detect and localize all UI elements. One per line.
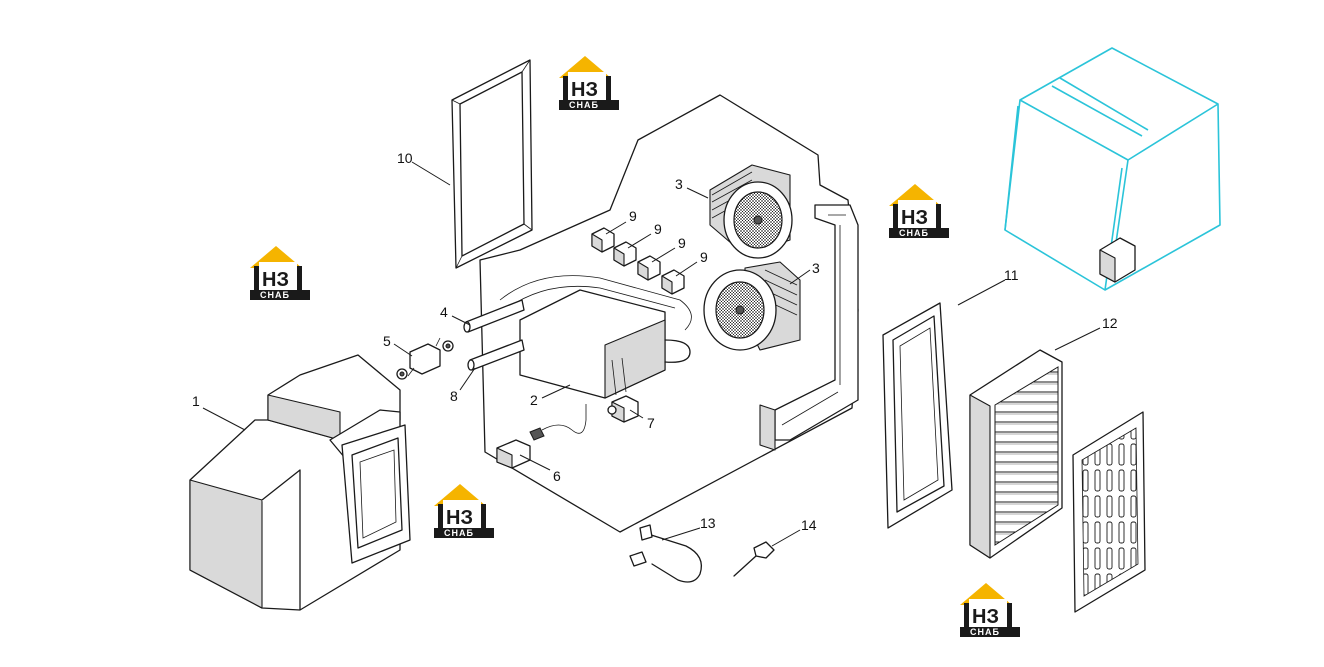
callout-8: 8 (450, 388, 458, 404)
watermark-logo: НЗ СНАБ (960, 583, 1020, 637)
part-1-blower-housing (189, 354, 411, 611)
svg-text:НЗ: НЗ (972, 606, 999, 628)
part-14-sensor (733, 541, 775, 577)
callout-3: 3 (812, 260, 820, 276)
slotted-grille (1072, 411, 1146, 613)
block-9c (637, 255, 661, 281)
part-5-expansion-valve (396, 337, 454, 380)
callout-9: 9 (654, 221, 662, 237)
callout-10: 10 (397, 150, 413, 166)
callout-1: 1 (192, 393, 200, 409)
callout-9: 9 (629, 208, 637, 224)
callout-9: 9 (700, 249, 708, 265)
svg-text:СНАБ: СНАБ (970, 627, 1000, 637)
svg-text:НЗ: НЗ (571, 79, 598, 101)
part-3-upper-blower (709, 164, 793, 259)
main-housing (479, 94, 859, 533)
cab-outline (1004, 47, 1221, 291)
svg-text:СНАБ: СНАБ (899, 228, 929, 238)
callout-14: 14 (801, 517, 817, 533)
watermark-logo: НЗ СНАБ (250, 246, 310, 300)
callout-3: 3 (675, 176, 683, 192)
svg-text:СНАБ: СНАБ (260, 290, 290, 300)
svg-text:НЗ: НЗ (446, 507, 473, 529)
watermark-logo: НЗ СНАБ (889, 184, 949, 238)
part-10-louver-panel (451, 59, 533, 269)
callout-6: 6 (553, 468, 561, 484)
callout-leaders (202, 161, 1101, 547)
callout-12: 12 (1102, 315, 1118, 331)
part-9-resistor-blocks (591, 227, 685, 295)
part-2-evaporator-core (499, 275, 692, 399)
part-7-valve (607, 395, 639, 423)
callout-5: 5 (383, 333, 391, 349)
part-13-wire-harness (629, 524, 703, 583)
svg-text:НЗ: НЗ (262, 269, 289, 291)
svg-text:СНАБ: СНАБ (569, 100, 599, 110)
svg-text:СНАБ: СНАБ (444, 528, 474, 538)
block-9b (613, 241, 637, 267)
watermark-logo: НЗ СНАБ (434, 484, 494, 538)
part-8-pipe (467, 339, 525, 371)
block-9a (591, 227, 615, 253)
callout-9: 9 (678, 235, 686, 251)
part-12-filter-box (969, 349, 1063, 559)
part-4-pipe (463, 299, 525, 333)
part-11-gasket-frame (882, 302, 953, 529)
block-9d (661, 269, 685, 295)
callout-2: 2 (530, 392, 538, 408)
watermark-logo: НЗ СНАБ (559, 56, 619, 110)
part-6-thermostat (496, 404, 587, 469)
part-3-lower-blower (703, 261, 801, 351)
callout-13: 13 (700, 515, 716, 531)
callout-11: 11 (1004, 267, 1019, 283)
callout-7: 7 (647, 415, 655, 431)
callout-4: 4 (440, 304, 448, 320)
svg-text:НЗ: НЗ (901, 207, 928, 229)
callout-labels: 1 2 3 3 4 5 6 7 8 9 9 9 9 10 11 12 13 14 (192, 150, 1118, 533)
